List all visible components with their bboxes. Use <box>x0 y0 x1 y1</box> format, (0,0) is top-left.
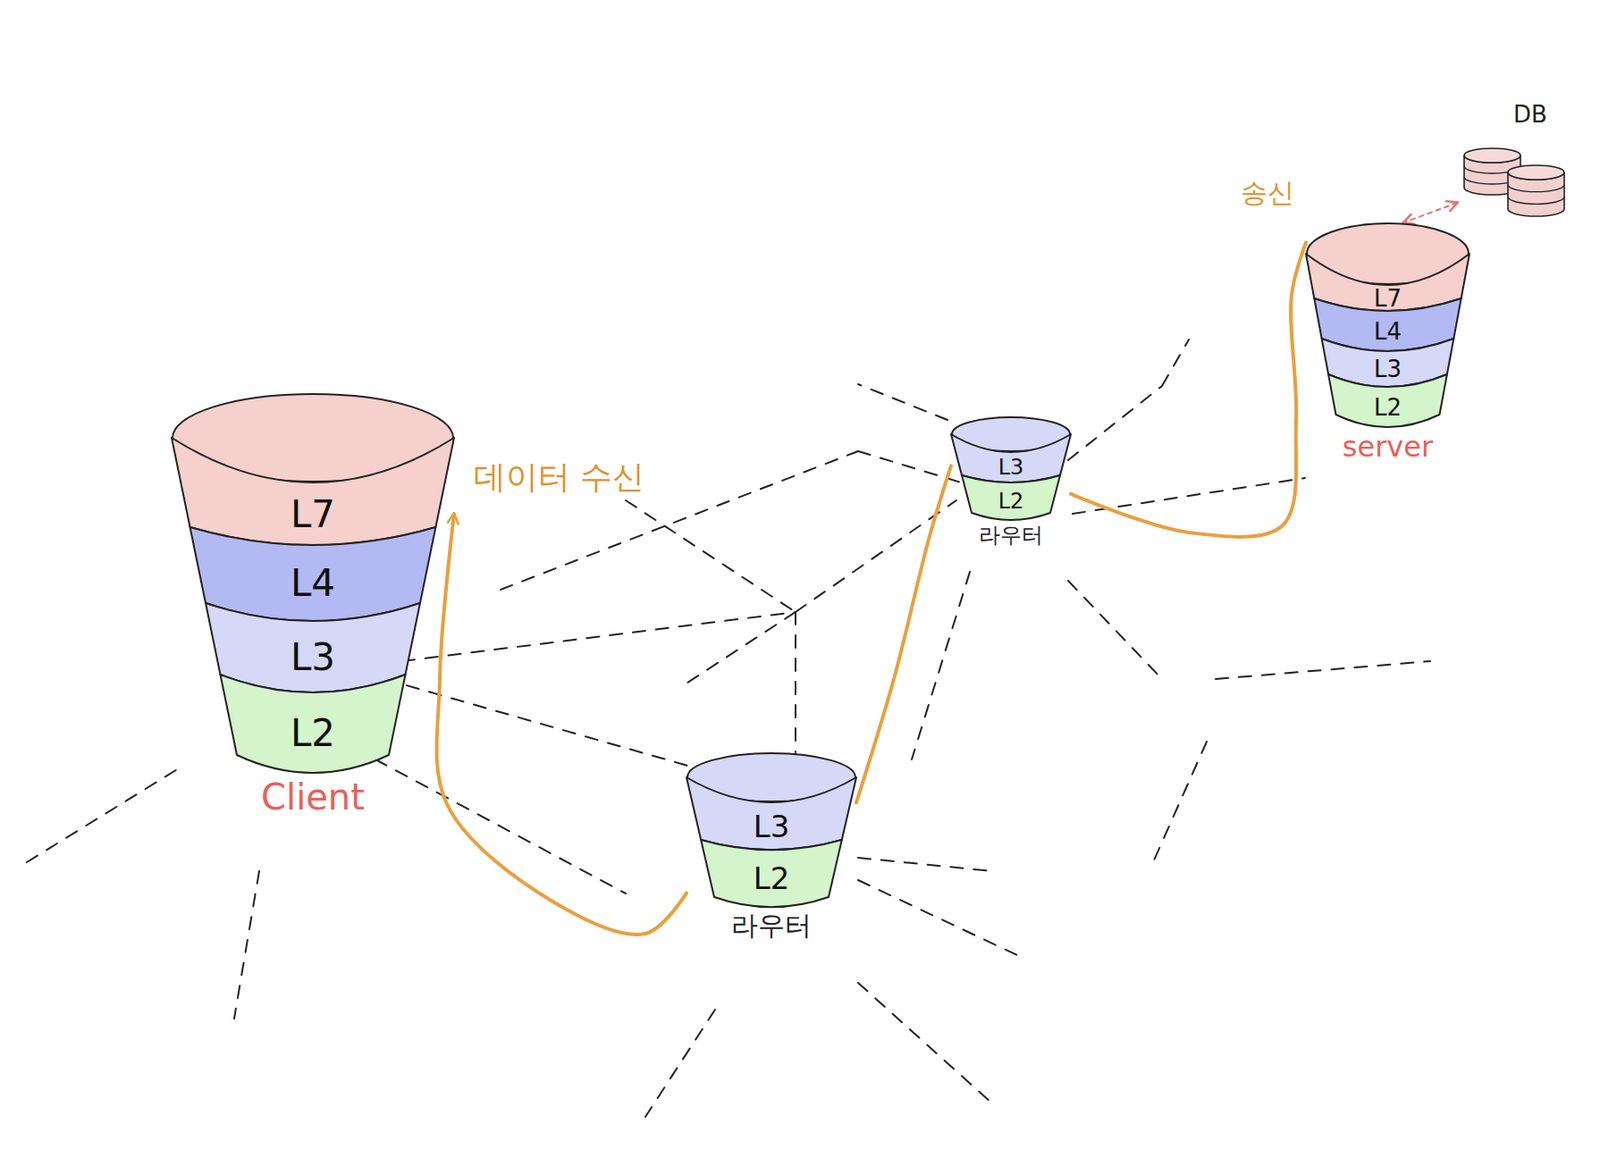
connector <box>1070 242 1306 537</box>
band-outline <box>205 603 421 693</box>
node-text: L3 <box>1373 355 1402 383</box>
layer-band: L2 <box>1305 374 1470 428</box>
node-text: L7 <box>1373 285 1402 312</box>
layer-stack: L7L4L3L2Client <box>171 393 455 826</box>
node-text: server <box>1342 429 1433 464</box>
edge-label-box: 데이터 수신 <box>470 457 649 497</box>
node-text: L2 <box>998 488 1025 514</box>
node-text: DB <box>1513 101 1548 128</box>
band-outline <box>951 434 1071 483</box>
layer-band: L3 <box>171 603 455 693</box>
db-ring <box>1507 185 1565 193</box>
connector <box>856 465 952 803</box>
node-text: 라우터 <box>978 522 1044 548</box>
node-text: L2 <box>290 711 336 756</box>
layer-band: L7 <box>1305 253 1470 312</box>
node-text: L3 <box>290 635 336 680</box>
db-ring <box>1507 196 1565 204</box>
band-outline <box>190 527 437 622</box>
network-line <box>26 339 1431 1118</box>
layer-band: L2 <box>686 840 857 908</box>
band-outline <box>1305 253 1470 312</box>
connector <box>1404 202 1457 223</box>
band-outline <box>171 437 455 546</box>
layer-stack: L3L2 라우터 <box>686 752 857 954</box>
database: DB <box>1456 96 1570 222</box>
edge-label: 송신 <box>1240 176 1295 209</box>
node-text: L2 <box>1373 394 1402 422</box>
edge-label-box: 송신 <box>1237 176 1298 211</box>
node-text: Client <box>261 776 365 818</box>
edge-label: 데이터 수신 <box>473 458 645 496</box>
db-label: DB <box>1507 101 1553 129</box>
node-label: Client <box>255 776 371 818</box>
node-text: L2 <box>753 860 791 897</box>
node-label: 라우터 <box>973 523 1049 549</box>
layer-stack: L3L2 라우터 <box>951 416 1071 558</box>
node-label: 라우터 <box>725 910 817 943</box>
db-cylinder-top <box>1464 148 1521 163</box>
band-outline <box>1328 374 1448 428</box>
node-text: L4 <box>1373 318 1402 346</box>
layer-band: L3 <box>951 434 1071 483</box>
node-label: server <box>1337 430 1439 464</box>
node-text: L3 <box>753 808 791 845</box>
node-text: L4 <box>290 561 336 606</box>
node-text: L7 <box>290 492 336 537</box>
layer-band: L7 <box>171 437 455 546</box>
band-outline <box>686 777 857 851</box>
db-cylinder-top <box>1507 165 1565 180</box>
layer-stack: L7L4L3L2 server <box>1305 222 1470 474</box>
layer-band: L2 <box>171 674 455 774</box>
band-outline <box>219 674 405 774</box>
connector <box>436 513 687 935</box>
node-text: L3 <box>998 454 1025 480</box>
band-outline <box>961 475 1061 521</box>
node-text: 라우터 <box>731 909 812 942</box>
layer-band: L2 <box>951 475 1071 521</box>
band-outline <box>700 840 843 908</box>
layer-band: L3 <box>686 777 857 851</box>
db-icon <box>1456 96 1570 222</box>
